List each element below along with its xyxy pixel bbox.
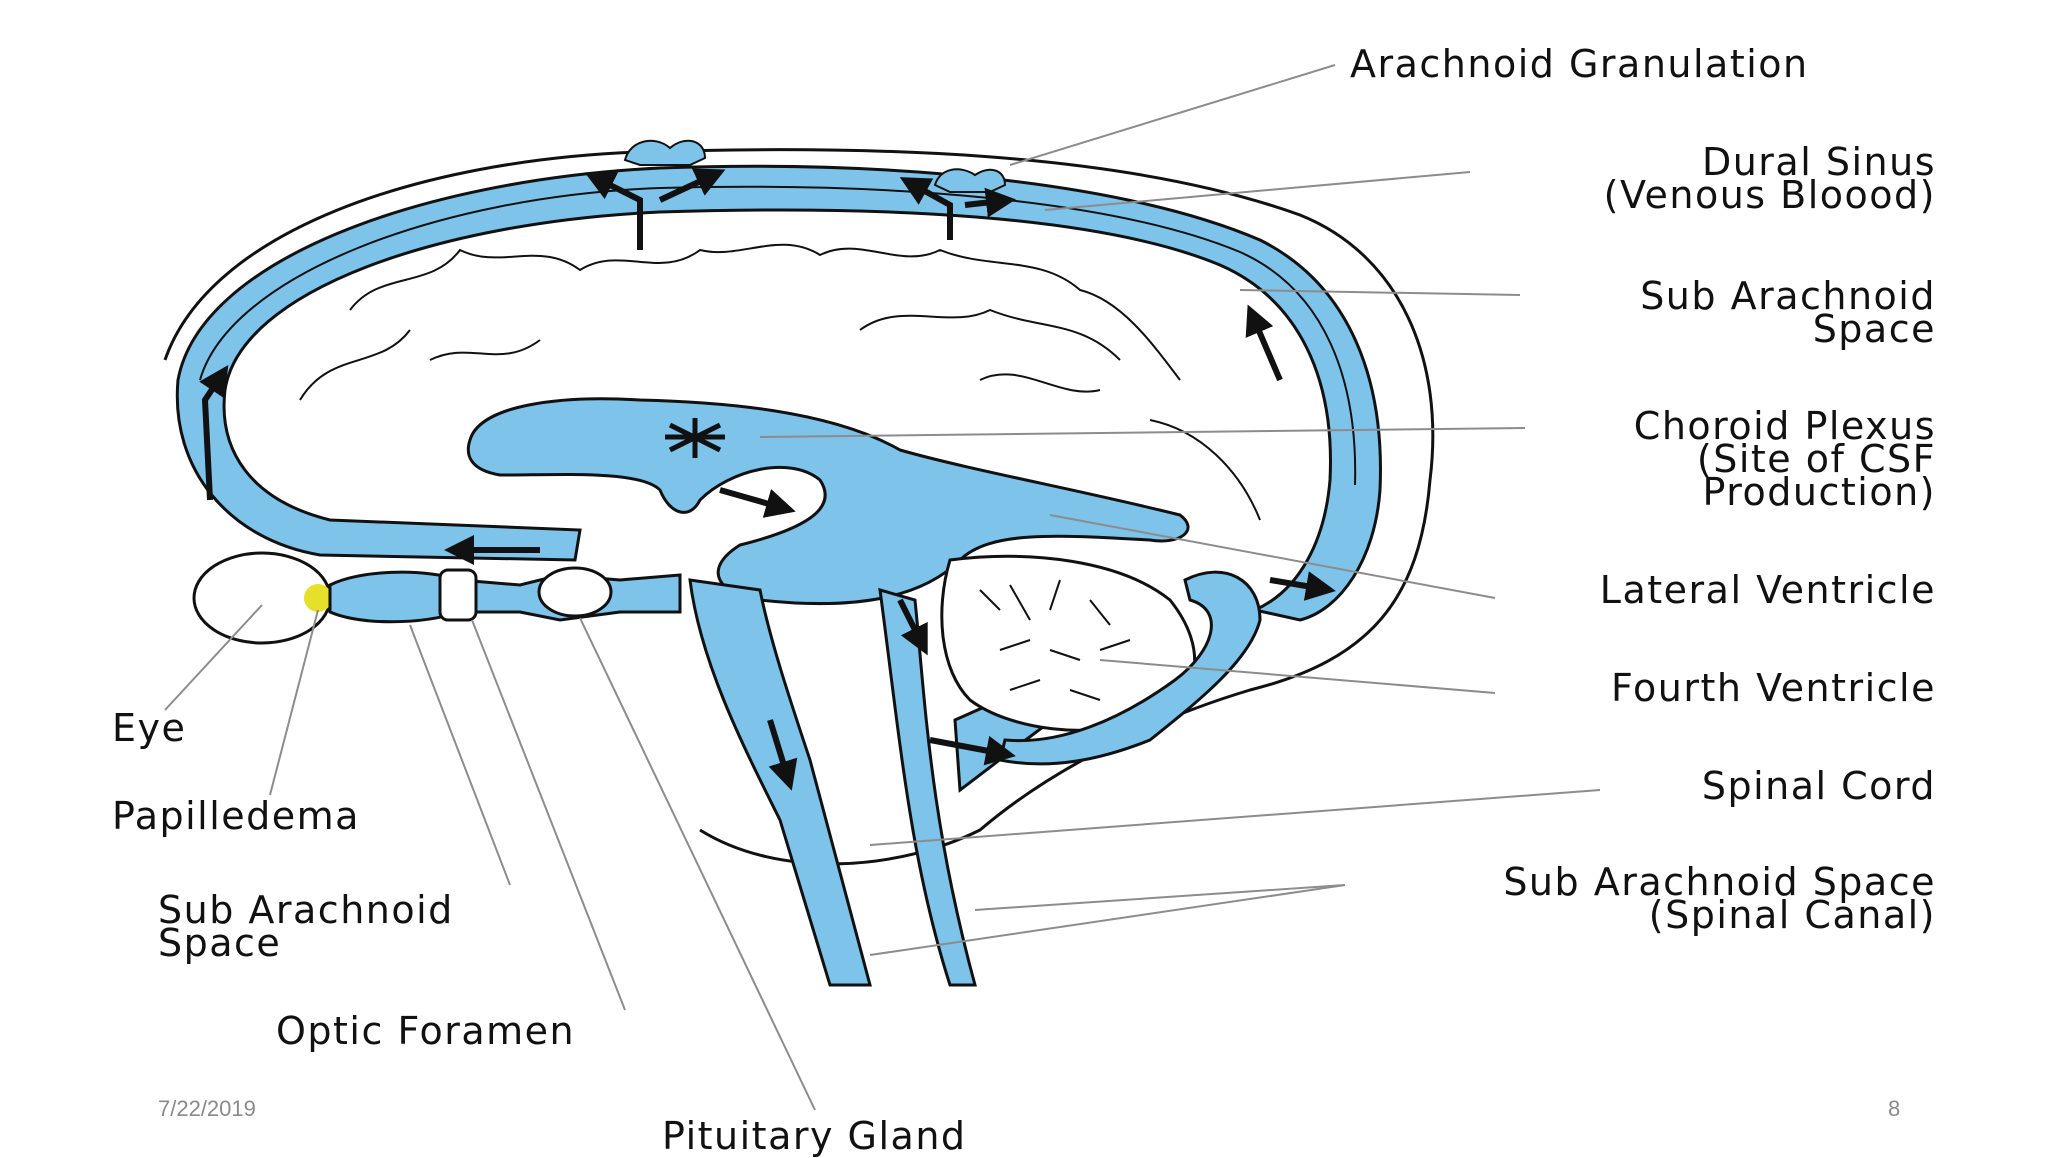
label-lateral-ventricle: Lateral Ventricle [1599,568,1936,612]
label-pituitary-gland: Pituitary Gland [662,1114,967,1158]
label-sub-arachnoid-space-spinal: Sub Arachnoid Space (Spinal Canal) [1503,860,1936,937]
brainstem-channel [688,578,872,987]
label-line-1: Sub Arachnoid [158,888,454,932]
label-spinal-cord: Spinal Cord [1701,764,1936,808]
label-arachnoid-granulation: Arachnoid Granulation [1350,42,1809,86]
label-line-2: Space [1812,307,1936,351]
arachnoid-granulation-right [933,168,1007,193]
label-text: Optic Foramen [276,1009,576,1053]
arachnoid-granulation-left [623,139,707,166]
label-line-2: (Venous Bloood) [1603,173,1936,217]
label-line-2: (Spinal Canal) [1648,893,1936,937]
label-text: Lateral Ventricle [1599,568,1936,612]
choroid-plexus-star [665,418,725,458]
label-sub-arachnoid-space-left: Sub Arachnoid Space [158,888,454,965]
label-fourth-ventricle: Fourth Ventricle [1611,666,1936,710]
label-line-2: (Site of CSF [1696,437,1936,481]
label-sub-arachnoid-space-right: Sub Arachnoid Space [1640,274,1936,351]
label-line-1: Sub Arachnoid [1640,274,1936,318]
label-papilledema: Papilledema [112,794,360,838]
lateral-ventricle-shape [466,397,1190,606]
label-text: Papilledema [112,794,360,838]
csf-flow-arrows [199,168,1336,791]
label-eye: Eye [112,706,187,750]
brain-gyri [299,243,1261,521]
optic-nerve-sheath [328,570,682,624]
leader-lines [164,64,1601,1111]
label-choroid-plexus: Choroid Plexus (Site of CSF Production) [1633,404,1936,514]
label-line-2: Space [158,921,282,965]
label-line-1: Sub Arachnoid Space [1503,860,1936,904]
label-text: Spinal Cord [1701,764,1936,808]
label-text: Eye [112,706,187,750]
papilledema-spot [304,584,332,612]
footer-date: 7/22/2019 [158,1096,256,1121]
skull-outline [163,148,1435,866]
optic-foramen-ring [438,568,478,622]
fourth-ventricle-channel [998,570,1262,766]
label-line-1: Dural Sinus [1701,140,1936,184]
label-line-3: Production) [1702,470,1936,514]
subarachnoid-space-band [175,164,1382,622]
cerebellum-folia [979,579,1131,701]
label-text: Fourth Ventricle [1611,666,1936,710]
label-text: Pituitary Gland [662,1114,967,1158]
label-optic-foramen: Optic Foramen [276,1009,576,1053]
label-text: Arachnoid Granulation [1350,42,1809,86]
footer-page-number: 8 [1888,1096,1901,1121]
label-dural-sinus: Dural Sinus (Venous Bloood) [1603,140,1936,217]
label-line-1: Choroid Plexus [1633,404,1936,448]
pituitary-shape [537,566,613,618]
